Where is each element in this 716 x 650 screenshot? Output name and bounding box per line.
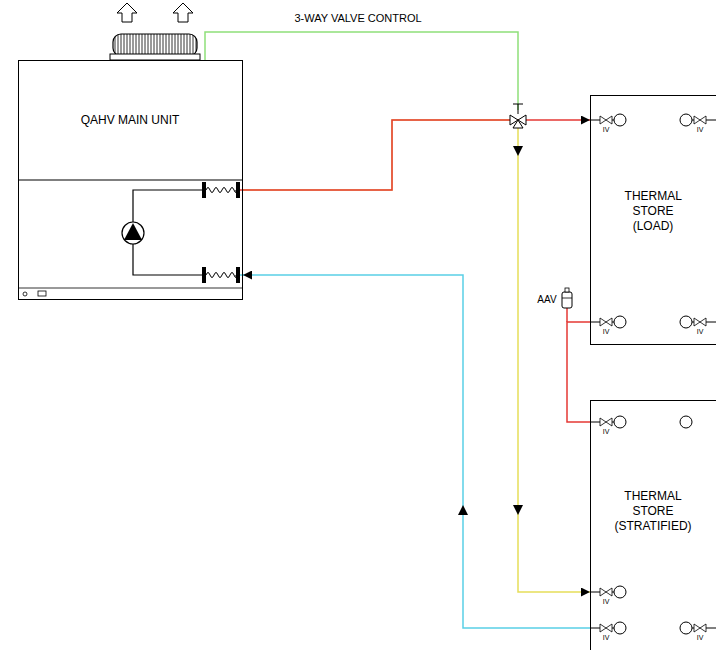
node-title: THERMAL STORE (STRATIFIED) (614, 489, 691, 534)
store-port (590, 586, 626, 598)
flow-arrow (513, 146, 523, 156)
valve-actuator (518, 104, 519, 114)
node-title: THERMAL STORE (LOAD) (625, 189, 682, 234)
store-port (590, 114, 626, 126)
valve-tag: IV (697, 634, 704, 642)
base-fixing (23, 292, 27, 296)
flexible-hose (206, 188, 236, 193)
valve-tag: IV (603, 598, 610, 606)
unit-base (18, 288, 243, 289)
air-vent-symbol (562, 292, 572, 308)
flow-arrow (513, 505, 523, 515)
signal-label: 3-WAY VALVE CONTROL (294, 12, 421, 24)
pipe-connector (243, 275, 590, 628)
thermal-store: THERMAL STORE (STRATIFIED) (590, 400, 716, 650)
vent-pipe (566, 308, 568, 322)
internal-pipe (133, 190, 205, 222)
fan-grille (113, 34, 197, 56)
store-port (680, 416, 692, 428)
unit-divider (18, 179, 243, 180)
pipe-flange (236, 267, 240, 283)
valve-tag: IV (697, 126, 704, 134)
valve-actuator (513, 104, 523, 105)
air-vent-symbol (565, 288, 569, 292)
store-port (590, 622, 626, 634)
node-title: QAHV MAIN UNIT (81, 113, 180, 128)
text-area: THERMAL STORE (STRATIFIED) (591, 421, 715, 601)
three-way-valve (513, 120, 523, 128)
control-wire (205, 32, 518, 110)
store-port (680, 622, 716, 634)
internal-pipe (133, 244, 205, 275)
pump-symbol (124, 223, 142, 240)
pipe-connector (243, 120, 590, 592)
air-vent-symbol (562, 298, 572, 299)
heat-pump-unit: QAHV MAIN UNIT (18, 60, 243, 300)
pump-symbol (122, 222, 144, 244)
pipe-flange (236, 182, 240, 198)
pipe-connector (567, 322, 590, 422)
text-area: QAHV MAIN UNIT (19, 61, 241, 179)
valve-tag: IV (697, 328, 704, 336)
component-label: AAV (537, 294, 556, 305)
pipe-connector (243, 120, 590, 190)
store-port (590, 416, 626, 428)
valve-tag: IV (603, 126, 610, 134)
store-port (680, 316, 716, 328)
flexible-hose (206, 273, 236, 278)
valve-tag: IV (603, 328, 610, 336)
airflow-arrow (117, 3, 137, 22)
store-ports (590, 114, 716, 634)
text-area: THERMAL STORE (LOAD) (591, 116, 715, 306)
valve-tag: IV (603, 634, 610, 642)
airflow-arrow (173, 3, 193, 22)
flow-arrow (458, 505, 468, 515)
store-port (590, 316, 626, 328)
pipe-flange (202, 267, 206, 283)
store-port (680, 114, 716, 126)
base-plate (38, 291, 46, 296)
pipe-flange (202, 182, 206, 198)
valve-tag: IV (603, 428, 610, 436)
